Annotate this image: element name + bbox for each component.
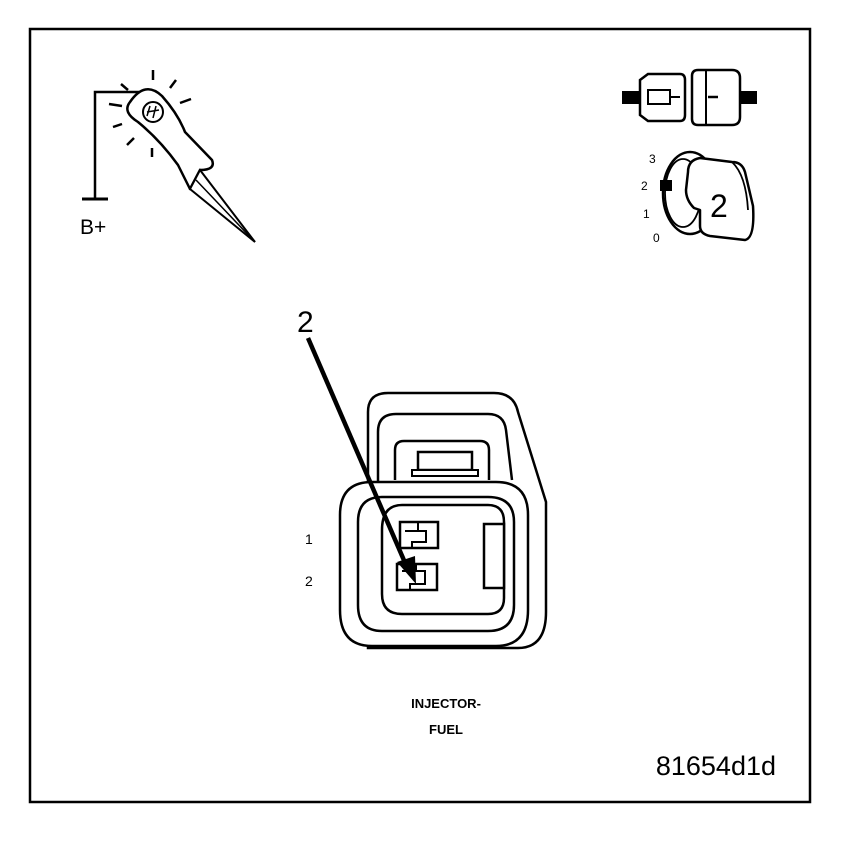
ignition-key-icon [684,156,755,242]
test-light-icon [82,70,256,243]
diagram-frame [28,27,812,804]
key-position-1: 1 [643,207,650,221]
pin-label-2: 2 [305,573,313,589]
key-position-3: 3 [649,152,656,166]
component-name-line1: INJECTOR- [411,696,481,711]
key-position-2: 2 [641,179,648,193]
callout-label: 2 [297,306,314,339]
fuel-injector-connector [338,391,548,650]
figure-id: 81654d1d [656,751,776,781]
b-plus-label: B+ [80,216,106,239]
terminal-cavity-1 [398,520,440,550]
component-name-line2: FUEL [429,722,463,737]
callout-arrow [305,337,416,584]
key-selected-position: 2 [710,188,728,224]
pin-label-1: 1 [305,531,313,547]
disconnect-connector-icon [622,68,757,127]
key-position-0: 0 [653,231,660,245]
